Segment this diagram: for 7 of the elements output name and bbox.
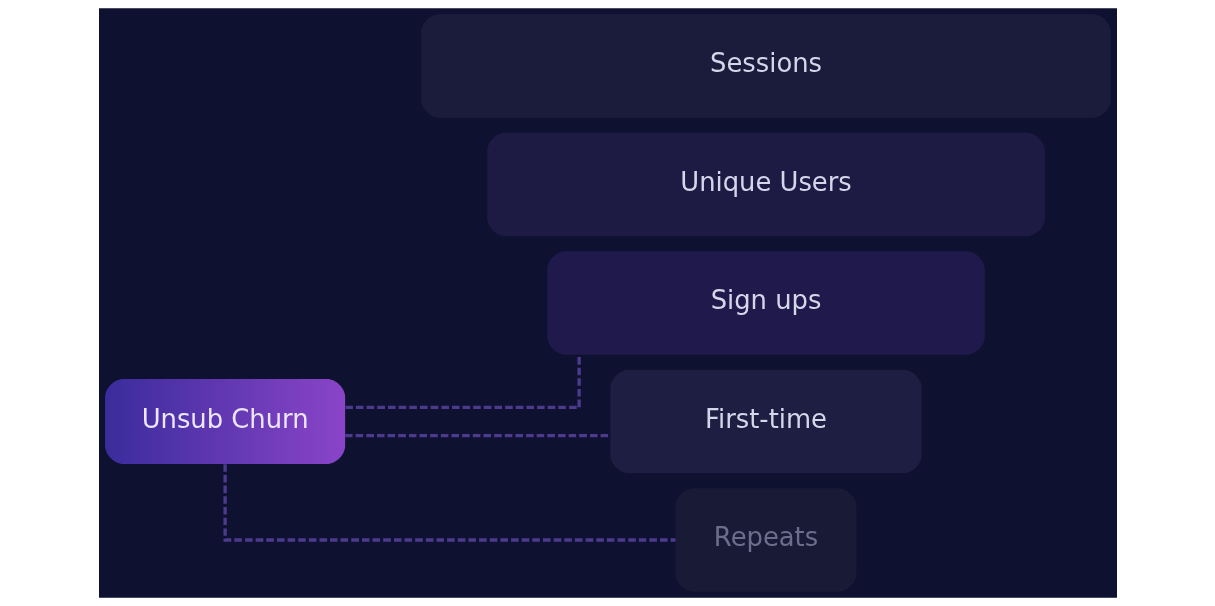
connector — [222, 464, 675, 542]
node-box: Sign ups — [546, 251, 985, 355]
node-box: Repeats — [675, 488, 856, 592]
node-box: Unsub Churn — [104, 378, 345, 465]
connector — [344, 434, 610, 438]
node-box: First-time — [609, 369, 922, 474]
connector — [344, 355, 581, 409]
